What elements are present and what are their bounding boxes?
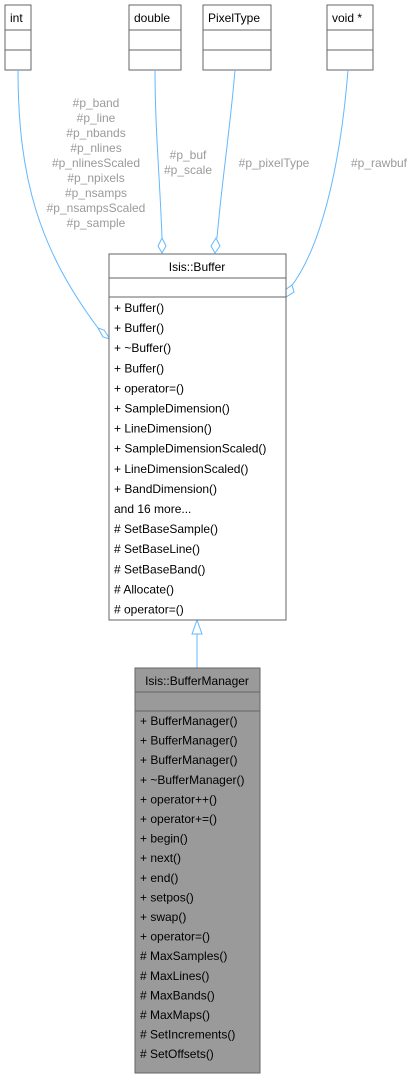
member-item[interactable]: # MaxMaps() — [140, 1008, 210, 1022]
member-item[interactable]: + BufferManager() — [140, 714, 238, 728]
member-item[interactable]: + operator++() — [140, 792, 217, 806]
member-list-buffer: + Buffer() + Buffer() + ~Buffer() + Buffer(… — [114, 301, 266, 617]
member-item[interactable]: + Buffer() — [114, 321, 164, 335]
member-item[interactable]: + operator+=() — [140, 812, 217, 826]
class-title-buffer-manager: Isis::BufferManager — [145, 674, 249, 688]
member-item[interactable]: + begin() — [140, 832, 188, 846]
edge-void-to-buffer — [289, 69, 349, 289]
class-box-buffer[interactable]: Isis::Buffer + Buffer()+ Buffer()+ ~Buff… — [108, 253, 287, 621]
member-item[interactable]: + ~Buffer() — [114, 341, 171, 355]
edge-label: #p_sample — [67, 216, 126, 230]
type-box-void-pointer[interactable]: void * — [326, 4, 374, 71]
edge-label: #p_buf — [170, 148, 207, 162]
edge-label: #p_npixels — [67, 171, 124, 185]
member-item[interactable]: + operator=() — [114, 381, 184, 395]
member-item[interactable]: # SetBaseBand() — [114, 562, 205, 576]
edge-labels-int: #p_band #p_line #p_nbands #p_nlines #p_n… — [47, 96, 146, 230]
member-item[interactable]: + BandDimension() — [114, 482, 217, 496]
member-item[interactable]: + end() — [140, 871, 178, 885]
type-box-double[interactable]: double — [128, 4, 182, 71]
diamond-double — [157, 236, 167, 255]
member-item[interactable]: + operator=() — [140, 930, 210, 944]
member-item[interactable]: + SampleDimensionScaled() — [114, 442, 266, 456]
member-item[interactable]: + next() — [140, 851, 181, 865]
member-item[interactable]: # operator=() — [114, 603, 184, 617]
member-item[interactable]: + Buffer() — [114, 361, 164, 375]
edge-int-to-buffer — [17, 69, 99, 329]
member-item[interactable]: + LineDimensionScaled() — [114, 462, 248, 476]
member-item[interactable]: + BufferManager() — [140, 734, 238, 748]
member-item[interactable]: # SetBaseLine() — [114, 542, 200, 556]
edge-double-to-buffer — [154, 69, 163, 239]
edge-labels-double: #p_buf #p_scale — [164, 148, 212, 177]
member-item[interactable]: # Allocate() — [114, 582, 174, 596]
member-item[interactable]: # MaxSamples() — [140, 949, 227, 963]
edge-label: #p_nsamps — [65, 186, 127, 200]
member-item[interactable]: and 16 more... — [114, 502, 191, 516]
type-name-int: int — [10, 11, 23, 25]
class-box-buffer-manager[interactable]: Isis::BufferManager + BufferManager()+ B… — [134, 667, 261, 1074]
edge-label: #p_line — [77, 111, 116, 125]
member-item[interactable]: + swap() — [140, 910, 186, 924]
member-item[interactable]: + SampleDimension() — [114, 402, 230, 416]
edge-label: #p_nlines — [70, 141, 121, 155]
member-item[interactable]: + Buffer() — [114, 301, 164, 315]
edge-labels-void: #p_rawbuf — [351, 156, 408, 170]
member-item[interactable]: # SetBaseSample() — [114, 522, 218, 536]
member-item[interactable]: # MaxBands() — [140, 988, 215, 1002]
edge-label: #p_nsampsScaled — [47, 201, 146, 215]
diamond-int — [96, 327, 112, 340]
member-item[interactable]: + BufferManager() — [140, 753, 238, 767]
member-item[interactable]: # SetIncrements() — [140, 1028, 235, 1042]
edge-label: #p_scale — [164, 163, 212, 177]
type-box-pixeltype[interactable]: PixelType — [202, 4, 272, 71]
edge-labels-pixeltype: #p_pixelType — [239, 156, 310, 170]
type-box-int[interactable]: int — [4, 4, 32, 71]
member-item[interactable]: + LineDimension() — [114, 422, 212, 436]
edge-label: #p_nbands — [66, 126, 125, 140]
inheritance-arrow — [191, 618, 203, 635]
member-item[interactable]: # MaxLines() — [140, 969, 209, 983]
edge-label: #p_nlinesScaled — [52, 156, 140, 170]
type-name-void-pointer: void * — [332, 11, 362, 25]
member-item[interactable]: # SetOffsets() — [140, 1047, 214, 1061]
diamond-pixeltype — [210, 236, 221, 254]
edge-label: #p_pixelType — [239, 156, 310, 170]
edge-label: #p_rawbuf — [351, 156, 408, 170]
edge-label: #p_band — [73, 96, 120, 110]
member-list-buffer-manager: + BufferManager() + BufferManager() + Buff… — [140, 714, 245, 1061]
member-item[interactable]: + setpos() — [140, 890, 194, 904]
class-title-buffer: Isis::Buffer — [169, 260, 225, 274]
type-name-pixeltype: PixelType — [208, 11, 260, 25]
type-name-double: double — [134, 11, 170, 25]
member-item[interactable]: + ~BufferManager() — [140, 773, 245, 787]
edge-pixeltype-to-buffer — [216, 69, 236, 239]
